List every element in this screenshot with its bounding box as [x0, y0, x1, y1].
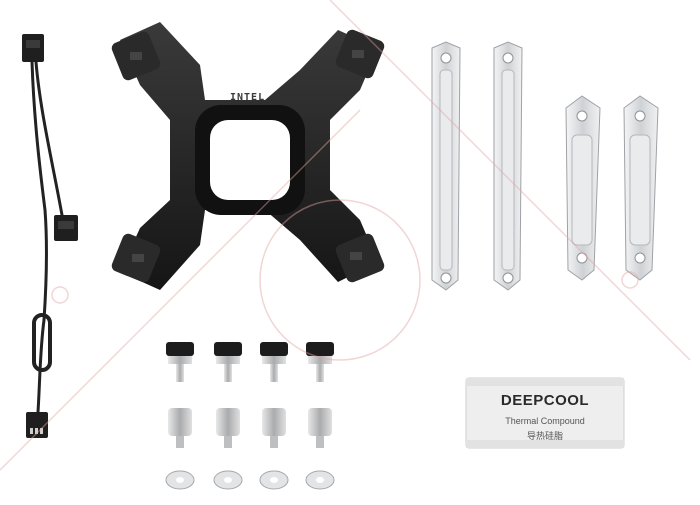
- thumb-screw-black-2: [214, 342, 242, 382]
- long-steel-bracket-left: [431, 41, 461, 291]
- standoff-3: [262, 408, 286, 448]
- washer-2: [213, 470, 243, 490]
- packet-brand: DEEPCOOL: [500, 392, 590, 409]
- thermal-compound-packet: [465, 377, 625, 449]
- washer-3: [259, 470, 289, 490]
- thumb-screw-black-3: [260, 342, 288, 382]
- thumb-screw-black-4: [306, 342, 334, 382]
- packet-subtitle: Thermal Compound: [505, 416, 585, 426]
- long-steel-bracket-right: [493, 41, 523, 291]
- washer-4: [305, 470, 335, 490]
- bracket-label: INTEL: [230, 92, 266, 103]
- packet-subtitle-cn: 导热硅脂: [526, 432, 563, 442]
- fan-connector-middle: [54, 215, 78, 241]
- washer-1: [165, 470, 195, 490]
- thumb-screw-black-1: [166, 342, 194, 382]
- standoff-4: [308, 408, 332, 448]
- standoff-1: [168, 408, 192, 448]
- short-steel-bracket-left: [565, 95, 601, 281]
- watermark: [0, 0, 691, 471]
- short-steel-bracket-right: [623, 95, 659, 281]
- intel-mounting-bracket: [111, 22, 385, 290]
- fan-connector-bottom: [26, 412, 48, 438]
- standoff-2: [216, 408, 240, 448]
- fan-connector-top: [22, 34, 44, 62]
